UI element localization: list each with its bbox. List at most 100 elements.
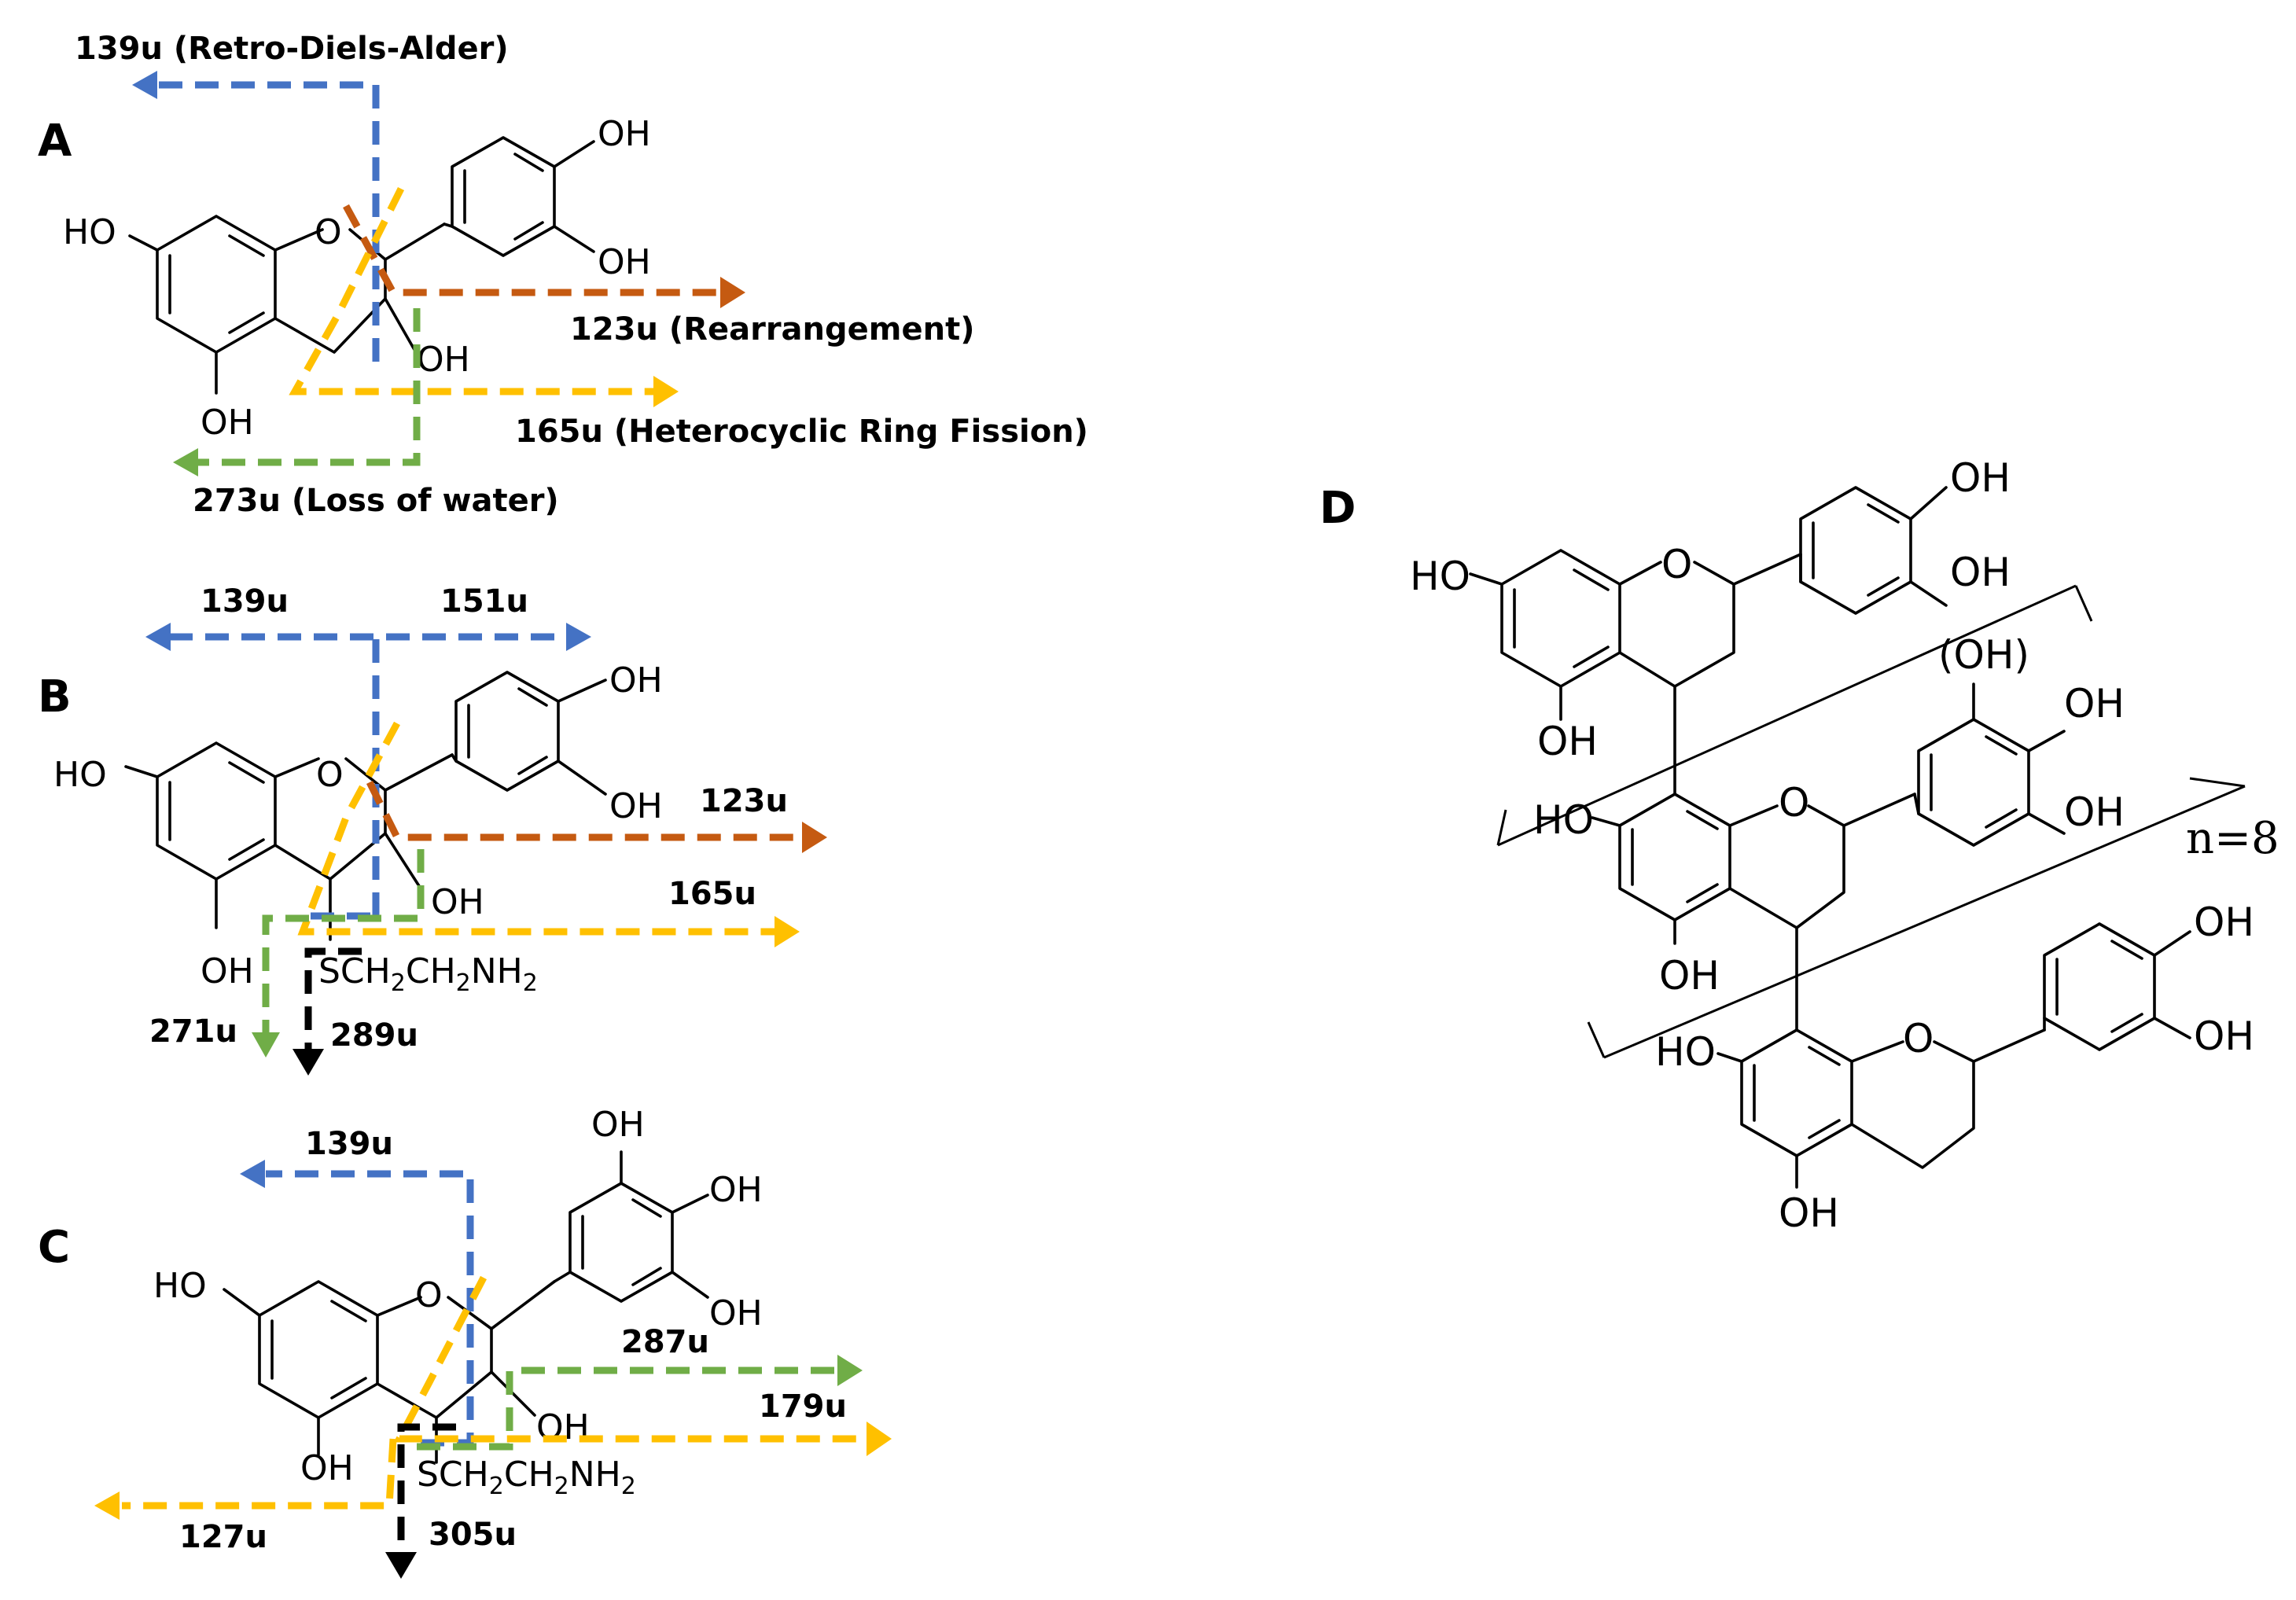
b-label-151: 151u bbox=[440, 583, 528, 620]
d3-ho: HO bbox=[1655, 1029, 1716, 1075]
d-bracket-lower bbox=[1603, 785, 2246, 1059]
d-repeat-count: n=8 bbox=[2186, 813, 2279, 864]
a-oh-top: OH bbox=[598, 114, 651, 154]
b-side-chain: SCH2CH2NH2 bbox=[318, 951, 538, 997]
d2-oh-5: OH bbox=[1659, 953, 1720, 999]
panel-d-letter: D bbox=[1319, 483, 1356, 534]
d1-ring-oxygen: O bbox=[1661, 542, 1692, 587]
c-label-139: 139u bbox=[305, 1126, 393, 1162]
a-path-hrf bbox=[289, 186, 657, 395]
panel-c: C HO O OH OH OH OH bbox=[38, 1105, 892, 1579]
c-oh-5: OH bbox=[300, 1448, 354, 1488]
b-ring-a bbox=[156, 741, 277, 881]
d-unit-2: HO O (OH) OH OH OH bbox=[1533, 632, 2125, 1032]
d2-ring-oxygen: O bbox=[1779, 780, 1809, 826]
c-label-305: 305u bbox=[429, 1517, 517, 1553]
b-path-271 bbox=[262, 849, 425, 1034]
b-path-165 bbox=[297, 721, 775, 936]
c-arrowhead-139 bbox=[240, 1160, 265, 1188]
c-arrowhead-305 bbox=[385, 1552, 417, 1579]
b-arrowhead-123 bbox=[802, 822, 827, 853]
a-path-water bbox=[197, 308, 421, 466]
a-arrowhead-water bbox=[173, 448, 198, 476]
b-label-271: 271u bbox=[149, 1013, 237, 1050]
b-arrowhead-139 bbox=[145, 623, 171, 651]
d3-oh-top: OH bbox=[2194, 899, 2254, 945]
c-path-127 bbox=[122, 1438, 397, 1510]
b-label-165: 165u bbox=[668, 876, 756, 912]
a-ring-a bbox=[156, 215, 277, 354]
a-ring-b bbox=[451, 136, 556, 257]
d-unit-1: HO O OH OH OH bbox=[1410, 455, 2011, 796]
d-bracket-upper bbox=[1497, 584, 2077, 847]
panel-c-letter: C bbox=[38, 1222, 70, 1273]
c-path-287 bbox=[417, 1366, 837, 1451]
b-oh-top: OH bbox=[609, 660, 663, 701]
c-ring-oxygen: O bbox=[415, 1275, 443, 1315]
panel-a: A HO O OH OH OH OH bbox=[38, 31, 1088, 519]
b-oh-3: OH bbox=[431, 882, 484, 922]
b-arrowhead-289 bbox=[293, 1049, 324, 1076]
c-ring-b bbox=[568, 1182, 674, 1303]
a-arrowhead-rda bbox=[132, 71, 157, 99]
d1-ho: HO bbox=[1410, 554, 1470, 599]
d1-oh-top: OH bbox=[1950, 455, 2011, 501]
a-oh-right: OH bbox=[598, 242, 651, 282]
b-ring-b bbox=[454, 671, 560, 792]
a-oh-3: OH bbox=[417, 340, 470, 380]
panel-a-letter: A bbox=[38, 116, 72, 167]
a-arrowhead-rearrangement bbox=[720, 277, 745, 308]
panel-b-letter: B bbox=[38, 671, 72, 723]
d3-oh-right: OH bbox=[2194, 1013, 2254, 1059]
a-ring-oxygen: O bbox=[315, 212, 342, 252]
c-label-287: 287u bbox=[621, 1324, 709, 1360]
panel-b-molecule: HO O OH OH OH OH SCH2CH2NH2 bbox=[53, 660, 663, 997]
d2-oh-mid: OH bbox=[2064, 681, 2125, 726]
c-side-chain: SCH2CH2NH2 bbox=[417, 1455, 636, 1500]
d2-oh-bottom: OH bbox=[2064, 789, 2125, 835]
c-oh-top: OH bbox=[591, 1105, 645, 1145]
c-ho: HO bbox=[153, 1266, 207, 1306]
b-label-289: 289u bbox=[330, 1017, 418, 1054]
a-path-rda bbox=[153, 81, 380, 362]
c-oh-bottom: OH bbox=[709, 1293, 763, 1333]
d-unit-3: HO O OH OH OH bbox=[1655, 899, 2254, 1236]
b-path-123 bbox=[366, 780, 802, 841]
c-path-305 bbox=[397, 1423, 456, 1553]
b-ho: HO bbox=[53, 755, 107, 795]
a-label-hrf: 165u (Heterocyclic Ring Fission) bbox=[515, 414, 1088, 450]
c-oh-mid: OH bbox=[709, 1170, 763, 1210]
d3-oh-5: OH bbox=[1779, 1190, 1839, 1236]
a-oh-5: OH bbox=[201, 403, 254, 443]
panel-b: B HO O OH OH OH OH SCH2CH bbox=[38, 583, 827, 1076]
b-label-123: 123u bbox=[700, 783, 788, 819]
c-ring-a bbox=[258, 1280, 379, 1419]
c-arrowhead-179 bbox=[867, 1422, 892, 1456]
a-ho: HO bbox=[63, 212, 116, 252]
c-label-127: 127u bbox=[179, 1519, 267, 1555]
d3-ring-oxygen: O bbox=[1903, 1016, 1934, 1061]
c-arrowhead-287 bbox=[837, 1355, 863, 1386]
d2-ho: HO bbox=[1533, 797, 1594, 843]
b-arrowhead-165 bbox=[775, 916, 800, 947]
b-label-139: 139u bbox=[201, 583, 289, 620]
a-label-rearrangement: 123u (Rearrangement) bbox=[570, 311, 974, 348]
d1-oh-5: OH bbox=[1537, 719, 1598, 764]
c-arrowhead-127 bbox=[94, 1491, 120, 1520]
d2-oh-optional: (OH) bbox=[1938, 632, 2029, 678]
b-arrowhead-271 bbox=[252, 1032, 280, 1057]
b-path-289 bbox=[304, 947, 362, 1050]
d1-oh-right: OH bbox=[1950, 550, 2011, 595]
panel-d: D HO O OH OH OH bbox=[1319, 455, 2279, 1236]
b-oh-5: OH bbox=[201, 951, 254, 991]
b-ring-oxygen: O bbox=[316, 755, 344, 795]
a-label-rda: 139u (Retro-Diels-Alder) bbox=[75, 31, 509, 67]
b-arrowhead-151 bbox=[566, 623, 591, 651]
b-oh-right: OH bbox=[609, 786, 663, 826]
a-arrowhead-hrf bbox=[653, 376, 679, 407]
c-label-179: 179u bbox=[759, 1389, 847, 1425]
c-path-179 bbox=[393, 1275, 867, 1443]
a-label-water: 273u (Loss of water) bbox=[193, 483, 559, 519]
c-path-139 bbox=[266, 1170, 474, 1447]
